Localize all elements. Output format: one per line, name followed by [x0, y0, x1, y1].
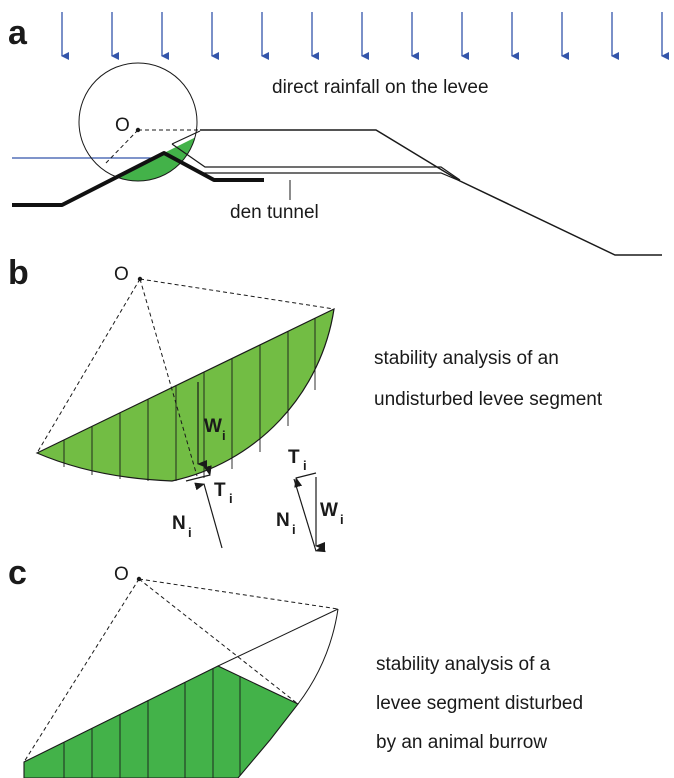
center-label-b: O: [114, 264, 129, 285]
rain-label: direct rainfall on the levee: [272, 77, 489, 98]
shear-vector: [185, 465, 212, 482]
caption-c-line1: stability analysis of a: [376, 654, 551, 675]
triangle-weight-label: W: [320, 500, 338, 521]
normal-vector: [194, 482, 223, 549]
tunnel-upper-wall: [171, 143, 461, 181]
caption-b-line1: stability analysis of an: [374, 348, 559, 369]
center-point: [135, 127, 141, 133]
center-label-a: O: [115, 115, 130, 136]
radius-line: [36, 278, 141, 454]
slip-circle: [78, 62, 198, 182]
surface-line: [217, 608, 339, 667]
triangle-shear-index: i: [303, 458, 307, 473]
panel-a-letter: a: [8, 14, 28, 52]
radius-line: [104, 129, 139, 165]
caption-b-line2: undisturbed levee segment: [374, 389, 603, 410]
shear-label: T: [214, 480, 226, 501]
shear-index: i: [229, 491, 233, 506]
triangle-normal-label: N: [276, 510, 290, 531]
radius-line: [139, 278, 198, 477]
triangle-normal-index: i: [292, 522, 296, 537]
triangle-normal: [293, 478, 326, 553]
panel-b: b O W i T i: [8, 254, 603, 553]
triangle-shear: [294, 472, 317, 488]
panel-a: a direct rainfall on the levee: [8, 12, 669, 256]
panel-c-letter: c: [8, 554, 27, 592]
panel-c: c O stability analysis of a levee segmen…: [8, 554, 583, 778]
center-label-c: O: [114, 564, 129, 585]
center-point: [136, 576, 142, 582]
force-triangle: [293, 472, 326, 553]
normal-label: N: [172, 513, 186, 534]
tunnel-label: den tunnel: [230, 202, 319, 223]
radius-lines: [36, 278, 335, 477]
levee-slope-top: [171, 130, 201, 145]
caption-c-line3: by an animal burrow: [376, 732, 547, 753]
radius-line: [138, 578, 299, 705]
triangle-shear-label: T: [288, 447, 300, 468]
slice-divisions: [63, 318, 316, 481]
caption-c-line2: levee segment disturbed: [376, 693, 583, 714]
radius-line: [138, 578, 339, 610]
tunnel-lower-wall: [200, 172, 461, 182]
slice-divisions: [63, 668, 241, 778]
weight-index: i: [222, 428, 226, 443]
triangle-weight-index: i: [340, 512, 344, 527]
normal-index: i: [188, 525, 192, 540]
radius-line: [139, 278, 335, 310]
slip-arc: [297, 608, 339, 705]
ground-surface: [12, 151, 264, 207]
radius-line: [23, 578, 140, 763]
radius-lines: [23, 578, 339, 763]
levee-outline: [200, 129, 662, 256]
weight-label: W: [204, 416, 222, 437]
sliding-mass: [23, 665, 299, 778]
center-point: [137, 276, 143, 282]
sliding-mass: [79, 130, 197, 181]
rain-arrows: [61, 12, 669, 60]
panel-b-letter: b: [8, 254, 29, 292]
